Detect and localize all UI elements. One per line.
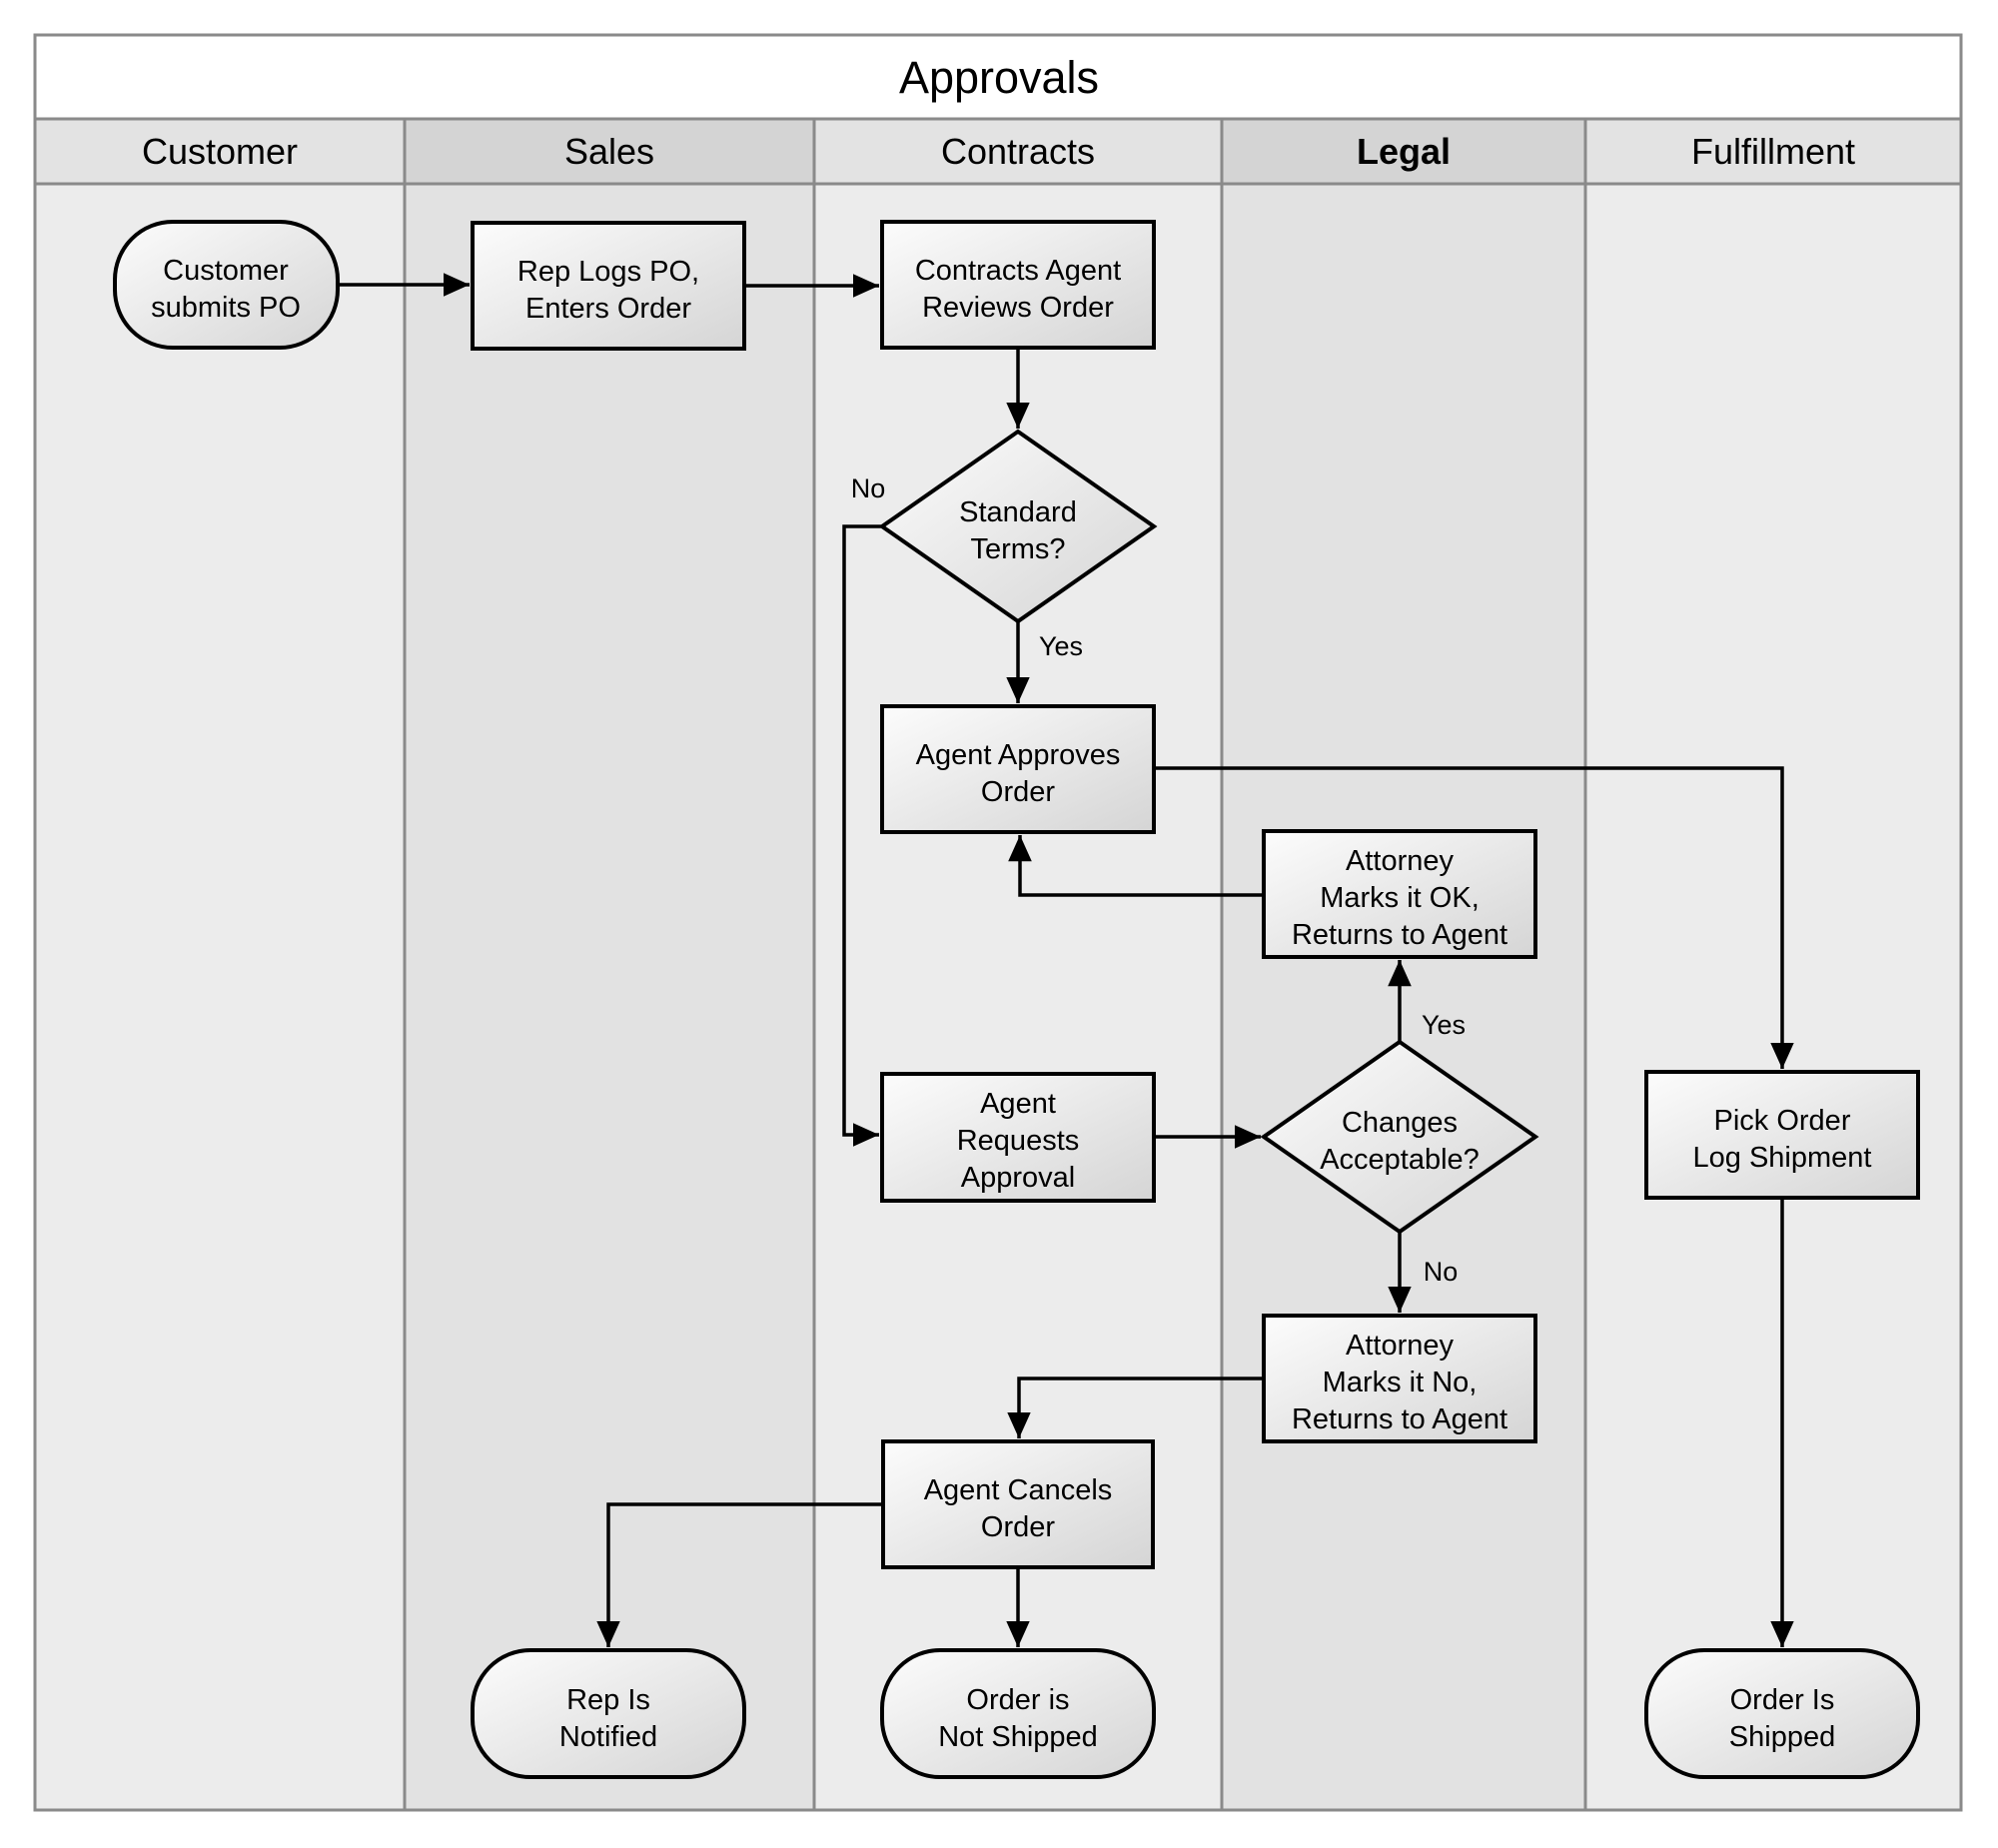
terminator-shape (880, 1648, 1156, 1779)
lane-body-legal (1222, 184, 1585, 1810)
node-changes-acceptable-decision: Changes Acceptable? (1260, 1039, 1539, 1235)
lane-body-fulfillment (1585, 184, 1961, 1810)
node-label-line: Log Shipment (1693, 1142, 1872, 1174)
lane-header-legal-bg (1222, 119, 1585, 184)
node-label-line: Order is (966, 1684, 1069, 1716)
title-band (35, 35, 1961, 119)
edge-cancels-to-rep-notified (596, 1502, 883, 1647)
node-label-line: Attorney (1346, 845, 1454, 877)
node-label-line: Customer (163, 255, 289, 287)
node-label-line: Order (981, 1511, 1055, 1543)
process-shape (1262, 829, 1537, 959)
node-label-line: Requests (957, 1125, 1080, 1157)
node-contracts-agent-reviews: Contracts Agent Reviews Order (880, 220, 1156, 350)
edge-label-changes-yes: Yes (1422, 1010, 1466, 1040)
lane-header-fulfillment: Fulfillment (1691, 131, 1855, 172)
node-agent-cancels-order: Agent Cancels Order (881, 1439, 1155, 1569)
node-label-line: Order Is (1730, 1684, 1835, 1716)
terminator-shape (471, 1648, 746, 1779)
node-label-line: Approval (961, 1162, 1075, 1194)
node-label-line: Agent Cancels (924, 1474, 1113, 1506)
node-label-line: Reviews Order (922, 292, 1114, 324)
node-label-line: Contracts Agent (915, 255, 1121, 287)
node-rep-logs-po: Rep Logs PO, Enters Order (471, 221, 746, 351)
node-label-line: Terms? (970, 533, 1065, 565)
terminator-shape (1644, 1648, 1920, 1779)
lane-header-fulfillment-bg (1585, 119, 1961, 184)
node-label-line: Returns to Agent (1292, 1403, 1507, 1435)
node-attorney-marks-ok: Attorney Marks it OK, Returns to Agent (1262, 829, 1537, 959)
node-label-line: Attorney (1346, 1330, 1454, 1362)
edge-attorney-ok-to-approves (1008, 835, 1264, 897)
process-shape (1262, 1314, 1537, 1443)
edge-label-changes-no: No (1424, 1257, 1459, 1287)
edge-labels: No Yes Yes No (851, 473, 1466, 1287)
process-shape (880, 704, 1156, 834)
lane-header-customer-bg (35, 119, 405, 184)
lane-header-sales-bg (405, 119, 814, 184)
edge-label-standard-yes: Yes (1039, 631, 1083, 661)
node-attorney-marks-no: Attorney Marks it No, Returns to Agent (1262, 1314, 1537, 1443)
node-order-is-shipped: Order Is Shipped (1644, 1648, 1920, 1779)
edge-label-standard-no: No (851, 473, 886, 503)
edge-approves-to-pick (1154, 766, 1794, 1069)
node-label-line: Not Shipped (938, 1721, 1098, 1753)
lane-header-customer: Customer (142, 131, 298, 172)
node-label-line: Changes (1342, 1107, 1458, 1139)
node-label-line: Agent Approves (916, 739, 1121, 771)
process-shape (471, 221, 746, 351)
node-label-line: Shipped (1729, 1721, 1835, 1753)
node-label-line: Standard (959, 496, 1077, 528)
node-order-not-shipped: Order is Not Shipped (880, 1648, 1156, 1779)
lane-header-contracts-bg (814, 119, 1222, 184)
node-rep-is-notified: Rep Is Notified (471, 1648, 746, 1779)
node-label-line: Marks it OK, (1320, 882, 1480, 914)
lane-header-legal: Legal (1357, 131, 1451, 172)
node-label-line: submits PO (151, 292, 301, 324)
lane-divider-lines (35, 117, 1961, 1810)
edge-attorney-no-to-cancels (1007, 1377, 1264, 1438)
node-agent-approves-order: Agent Approves Order (880, 704, 1156, 834)
node-label-line: Order (981, 776, 1055, 808)
node-customer-submits-po: Customer submits PO (113, 220, 340, 350)
lane-body-customer (35, 184, 405, 1810)
node-label-line: Pick Order (1714, 1105, 1851, 1137)
node-standard-terms-decision: Standard Terms? (878, 429, 1158, 624)
node-label-line: Rep Is (566, 1684, 650, 1716)
diagram-title: Approvals (899, 52, 1099, 103)
outer-frame (33, 33, 1963, 1812)
flowchart-edges (338, 273, 1794, 1647)
process-shape (880, 220, 1156, 350)
node-label-line: Notified (559, 1721, 657, 1753)
node-label-line: Rep Logs PO, (517, 256, 699, 288)
lane-header-sales: Sales (564, 131, 654, 172)
node-label-line: Enters Order (525, 293, 691, 325)
node-pick-order-log-shipment: Pick Order Log Shipment (1644, 1070, 1920, 1200)
node-label-line: Returns to Agent (1292, 919, 1507, 951)
flowchart-nodes: Customer submits PO Rep Logs PO, Enters … (113, 220, 1920, 1779)
node-label-line: Acceptable? (1320, 1144, 1480, 1176)
lane-header-contracts: Contracts (941, 131, 1095, 172)
edge-standard-no-to-requests (842, 524, 882, 1147)
process-shape (880, 1072, 1156, 1203)
node-label-line: Marks it No, (1323, 1367, 1478, 1398)
node-label-line: Agent (980, 1088, 1056, 1120)
node-agent-requests-approval: Agent Requests Approval (880, 1072, 1156, 1203)
